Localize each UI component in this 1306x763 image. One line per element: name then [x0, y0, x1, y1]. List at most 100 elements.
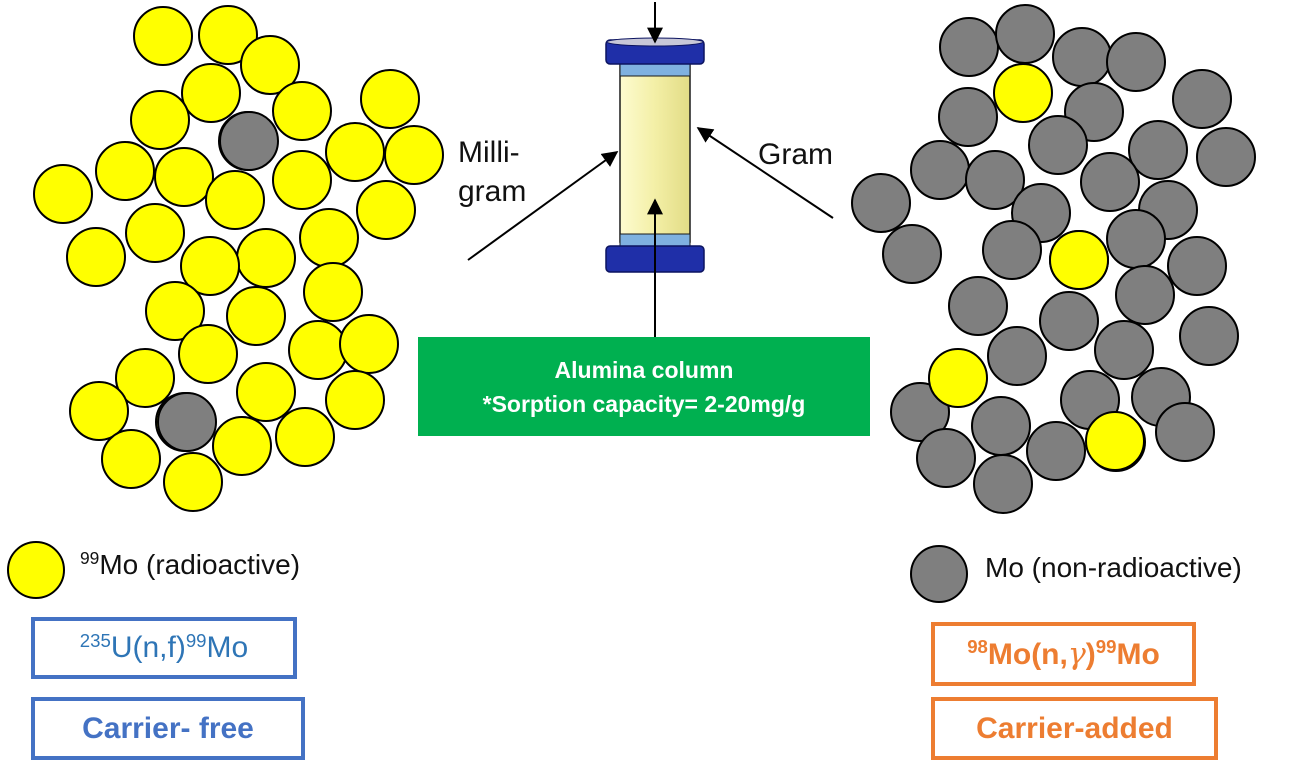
mo99-radioactive-particle — [154, 147, 214, 207]
neutron-capture-close-paren: ) — [1085, 637, 1096, 671]
mo99-radioactive-particle — [272, 150, 332, 210]
mo99-radioactive-particle — [205, 170, 265, 230]
mo-non-radioactive-particle — [1026, 421, 1086, 481]
mo-non-radioactive-particle — [938, 87, 998, 147]
fission-reaction-formula: 235U(n,f)99Mo — [80, 631, 248, 665]
mo99-radioactive-particle — [226, 286, 286, 346]
mo-non-radioactive-particle — [939, 17, 999, 77]
mo99-radioactive-particle — [95, 141, 155, 201]
mo-non-radioactive-particle — [1052, 27, 1112, 87]
molybdenum-mass-number-right: 99 — [1095, 636, 1117, 658]
neutron-capture-reaction-formula: 98Mo(n,γ)99Mo — [967, 637, 1160, 672]
mo99-radioactive-particle — [178, 324, 238, 384]
carrier-free-particle-cluster — [33, 5, 444, 512]
mo99-radioactive-particle — [145, 281, 205, 341]
mo-non-radioactive-particle — [882, 224, 942, 284]
fission-reaction-box: 235U(n,f)99Mo — [31, 617, 297, 679]
milligram-label: Milli- gram — [458, 133, 526, 211]
mo99-radioactive-particle — [180, 236, 240, 296]
mo-non-radioactive-particle — [219, 111, 279, 171]
mo99-radioactive-particle — [101, 429, 161, 489]
non-radioactive-legend-icon — [910, 545, 968, 603]
mo99-radioactive-particle — [272, 81, 332, 141]
mo99-radioactive-particle — [993, 63, 1053, 123]
sorption-capacity-text: *Sorption capacity= 2-20mg/g — [482, 390, 806, 417]
alumina-column-caption-box: Alumina column *Sorption capacity= 2-20m… — [418, 337, 870, 436]
mo-non-radioactive-particle — [1115, 265, 1175, 325]
mo-non-radioactive-particle — [1196, 127, 1256, 187]
mo99-radioactive-particle — [33, 164, 93, 224]
radioactive-legend-icon — [7, 541, 65, 599]
radioactive-legend-mass-number: 99 — [80, 548, 100, 569]
mo99-radioactive-particle — [240, 35, 300, 95]
mo-non-radioactive-particle — [1106, 32, 1166, 92]
mo99-radioactive-particle — [198, 5, 258, 65]
mo99-radioactive-particle — [1049, 230, 1109, 290]
gram-arrow — [696, 127, 834, 219]
molybdenum-mass-number-left: 99 — [185, 629, 207, 651]
mo99-radioactive-particle — [360, 69, 420, 129]
alumina-column-title: Alumina column — [554, 356, 734, 383]
mo99-radioactive-particle — [1085, 411, 1145, 471]
mo-non-radioactive-particle — [157, 392, 217, 452]
mo-non-radioactive-particle — [971, 396, 1031, 456]
mo99-radioactive-particle — [288, 320, 348, 380]
mo-non-radioactive-particle — [948, 276, 1008, 336]
mo-non-radioactive-particle — [1155, 402, 1215, 462]
mo-non-radioactive-particle — [851, 173, 911, 233]
milligram-arrow — [467, 151, 619, 261]
mo99-radioactive-particle — [384, 125, 444, 185]
radioactive-legend-text: Mo (radioactive) — [99, 549, 301, 580]
mo-non-radioactive-particle — [916, 428, 976, 488]
mo-non-radioactive-particle — [1167, 236, 1227, 296]
neutron-capture-part2: Mo — [1116, 637, 1160, 671]
mo-non-radioactive-particle — [1039, 291, 1099, 351]
mo99-radioactive-particle — [356, 180, 416, 240]
fission-reaction-part1: U(n,f) — [110, 631, 186, 664]
mo99-radioactive-particle — [325, 370, 385, 430]
mo-non-radioactive-particle — [1179, 306, 1239, 366]
mo-non-radioactive-particle — [1080, 152, 1140, 212]
mo99-radioactive-particle — [69, 381, 129, 441]
mo99-radioactive-particle — [236, 362, 296, 422]
mo-non-radioactive-particle — [1028, 115, 1088, 175]
mo-non-radioactive-particle — [890, 382, 950, 442]
mo-non-radioactive-particle — [1172, 69, 1232, 129]
mo99-radioactive-particle — [325, 122, 385, 182]
radioactive-legend-label: 99Mo (radioactive) — [80, 548, 301, 580]
mo99-radioactive-particle — [115, 348, 175, 408]
mo99-radioactive-particle — [130, 90, 190, 150]
carrier-added-particle-cluster — [851, 4, 1256, 514]
mo-non-radioactive-particle — [965, 150, 1025, 210]
fission-reaction-part2: Mo — [206, 631, 249, 664]
mo99-radioactive-particle — [66, 227, 126, 287]
mo-non-radioactive-particle — [910, 140, 970, 200]
mo-non-radioactive-particle — [987, 326, 1047, 386]
mo99-radioactive-particle — [236, 228, 296, 288]
neutron-capture-reaction-box: 98Mo(n,γ)99Mo — [931, 622, 1196, 686]
milligram-label-line2: gram — [458, 175, 527, 208]
mo99-radioactive-particle — [133, 6, 193, 66]
gram-label: Gram — [758, 138, 833, 171]
gamma-symbol: γ — [1067, 636, 1086, 672]
mo99-radioactive-particle — [339, 314, 399, 374]
carrier-added-box: Carrier-added — [931, 697, 1218, 760]
molybdenum-98-mass-number: 98 — [967, 636, 988, 658]
mo-non-radioactive-particle — [1128, 120, 1188, 180]
mo-non-radioactive-particle — [982, 220, 1042, 280]
mo99-radioactive-particle — [299, 208, 359, 268]
mo-non-radioactive-particle — [973, 454, 1033, 514]
mo-non-radioactive-particle — [1094, 320, 1154, 380]
mo99-radioactive-particle — [212, 416, 272, 476]
milligram-label-line1: Milli- — [458, 136, 520, 169]
mo99-radioactive-particle — [125, 203, 185, 263]
mo99-radioactive-particle — [163, 452, 223, 512]
uranium-mass-number: 235 — [79, 629, 111, 651]
mo99-radioactive-particle — [928, 348, 988, 408]
non-radioactive-legend-label: Mo (non-radioactive) — [985, 552, 1242, 583]
mo99-radioactive-particle — [275, 407, 335, 467]
mo99-radioactive-particle — [303, 262, 363, 322]
mo-non-radioactive-particle — [995, 4, 1055, 64]
neutron-capture-part1: Mo(n, — [987, 637, 1068, 671]
